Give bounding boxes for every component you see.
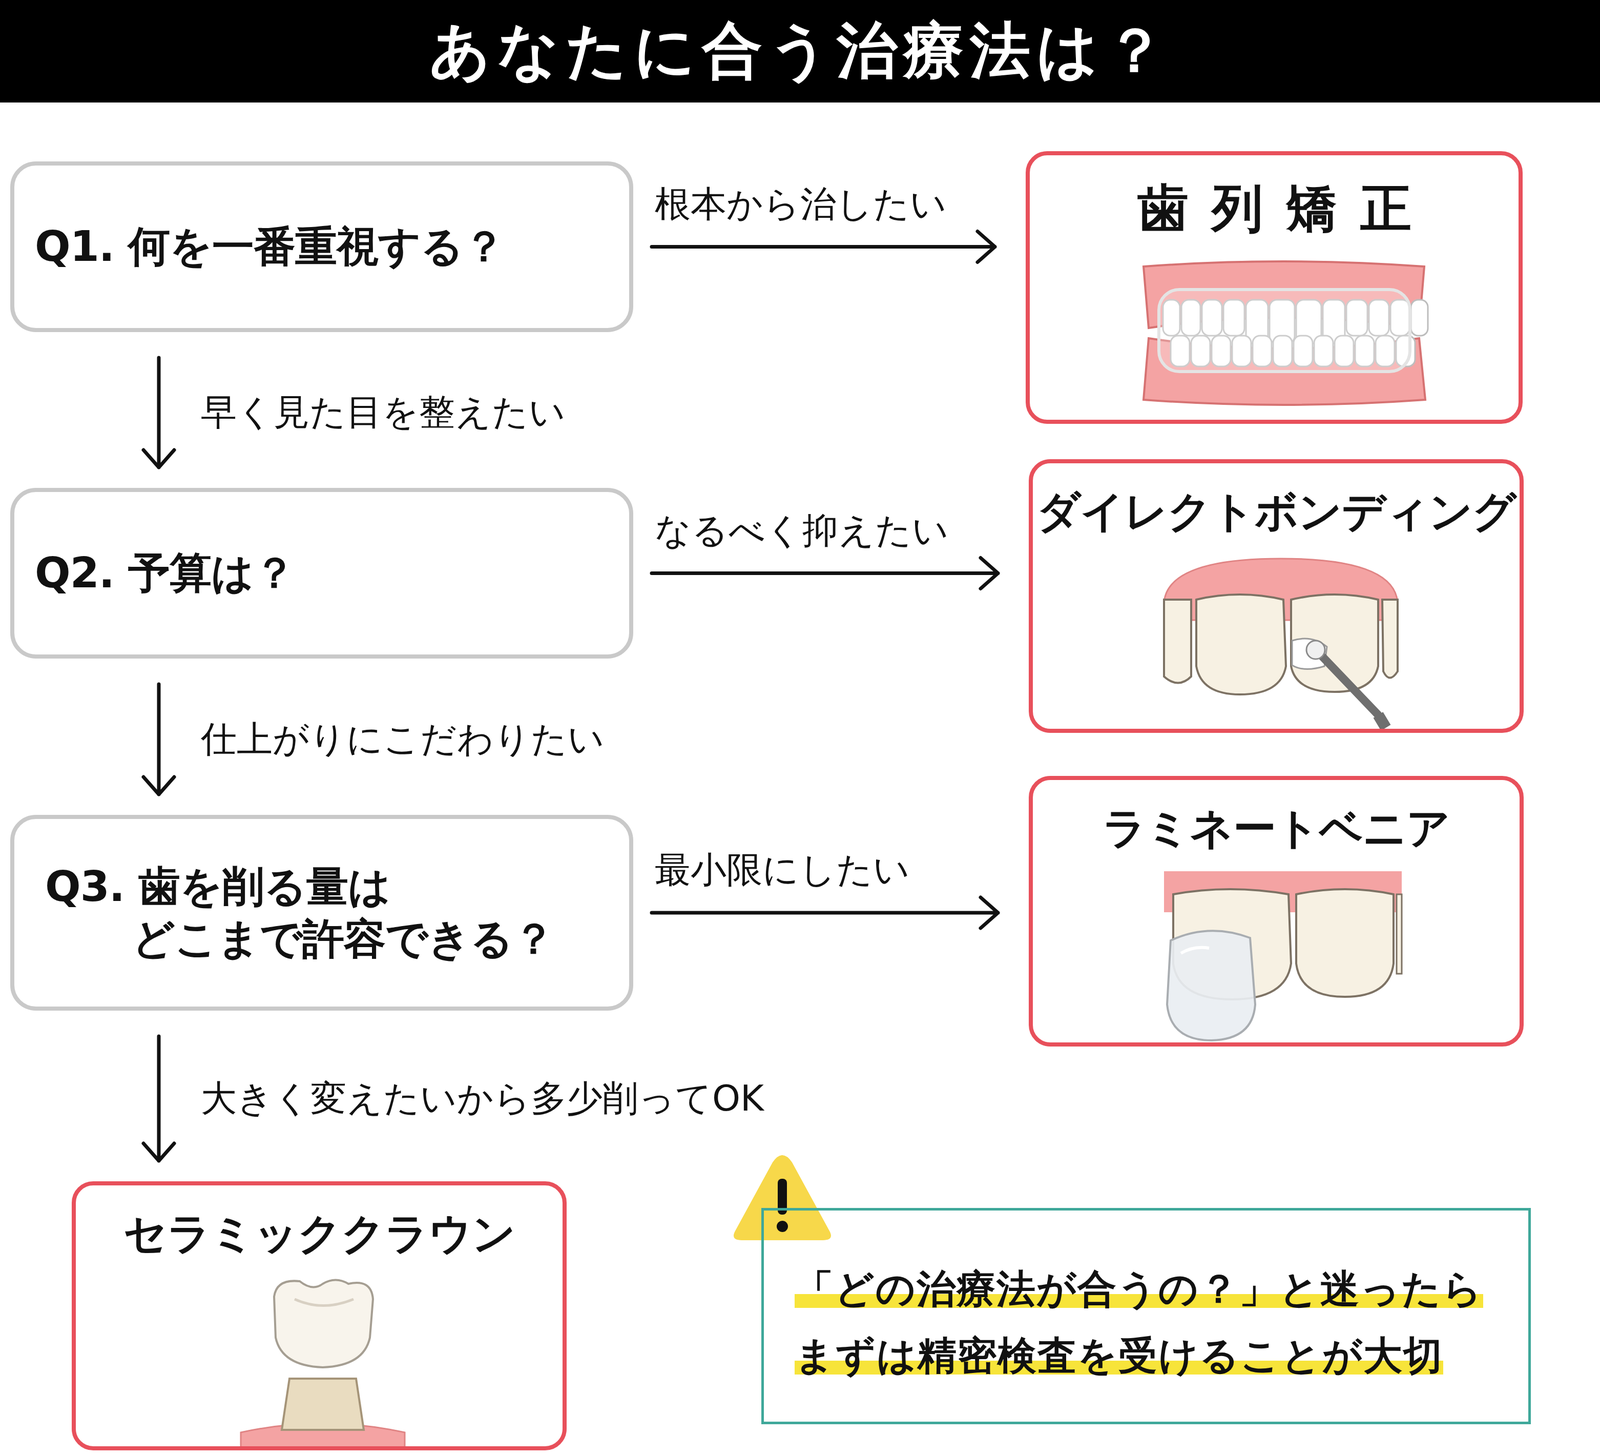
- box-text: 歯列矯正: [1114, 177, 1435, 240]
- flow-arrow: [651, 557, 999, 589]
- question-box: Q2. 予算は？: [10, 487, 634, 659]
- question-box: Q3. 歯を削る量は どこまで許容できる？: [10, 814, 634, 1011]
- flow-arrow: [143, 357, 175, 468]
- flow-arrow: [651, 231, 995, 263]
- warning-icon: [733, 1154, 831, 1240]
- bonding-illustration: [1164, 558, 1398, 728]
- box-text: ラミネートベニア: [1102, 802, 1450, 855]
- title-text: あなたに合う治療法は？: [429, 10, 1172, 93]
- box-text: ダイレクトボンディング: [1036, 485, 1516, 538]
- title-bar: あなたに合う治療法は？: [0, 0, 1600, 103]
- treatment-box: 歯列矯正: [1025, 151, 1523, 424]
- edge-label: 最小限にしたい: [652, 848, 912, 891]
- edge-label-holder: なるべく抑えたい: [652, 506, 951, 555]
- edge-label-holder: 根本から治したい: [652, 180, 949, 229]
- tooth: [1410, 299, 1428, 336]
- edge-label: 大きく変えたいから多少削ってOK: [198, 1076, 766, 1119]
- treatment-box: ダイレクトボンディング: [1028, 459, 1524, 733]
- flow-arrow: [143, 1035, 175, 1161]
- box-text: Q2. 予算は？: [34, 546, 296, 600]
- edge-label: 根本から治したい: [652, 182, 949, 225]
- question-box: Q1. 何を一番重視する？: [10, 161, 634, 332]
- flow-arrow: [651, 897, 999, 928]
- edge-label-holder: 早く見た目を整えたい: [198, 388, 568, 437]
- veneer-illustration: [1164, 870, 1402, 1041]
- edge-label: なるべく抑えたい: [652, 509, 951, 552]
- edge-label: 早く見た目を整えたい: [198, 390, 568, 433]
- edge-label-holder: 仕上がりにこだわりたい: [198, 715, 607, 764]
- box-text: Q1. 何を一番重視する？: [34, 220, 505, 274]
- box-text: Q3. 歯を削る量は どこまで許容できる？: [45, 860, 614, 966]
- aligner-illustration: [1143, 261, 1428, 405]
- box-text: セラミッククラウン: [123, 1207, 516, 1260]
- treatment-box: セラミッククラウン: [71, 1180, 567, 1450]
- flow-arrow: [143, 683, 175, 795]
- crown-illustration: [240, 1279, 405, 1450]
- treatment-box: ラミネートベニア: [1028, 775, 1524, 1047]
- edge-label: 仕上がりにこだわりたい: [198, 717, 607, 760]
- box-text: 「どの治療法が合うの？」と迷ったら まずは精密検査を受けることが大切: [794, 1265, 1484, 1378]
- edge-label-holder: 最小限にしたい: [652, 845, 912, 895]
- edge-label-holder: 大きく変えたいから多少削ってOK: [198, 1074, 766, 1123]
- note-box: 「どの治療法が合うの？」と迷ったら まずは精密検査を受けることが大切: [761, 1207, 1531, 1424]
